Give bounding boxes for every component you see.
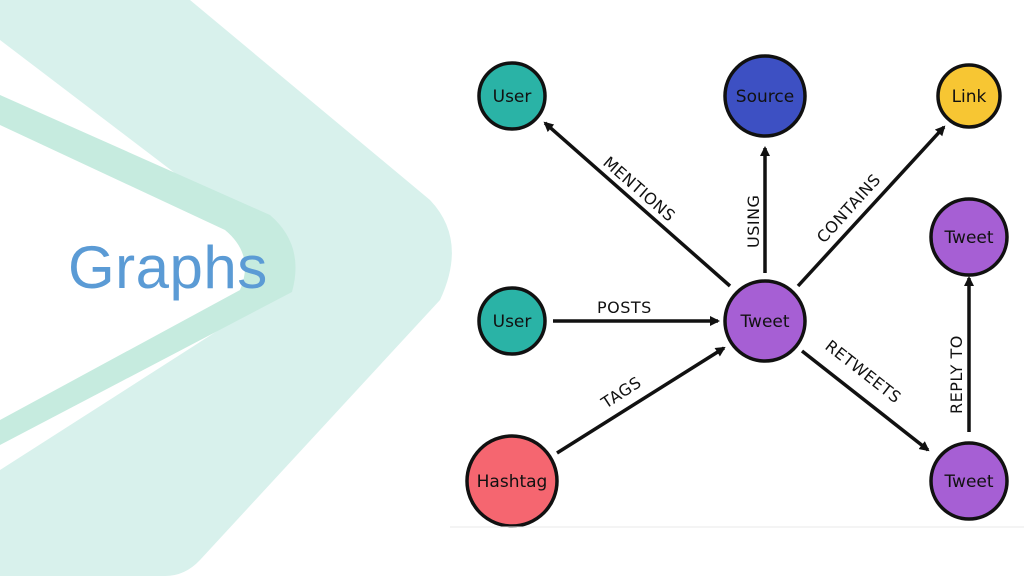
node-hashtag-label: Hashtag [477, 472, 548, 492]
node-link-circle [936, 63, 1002, 129]
node-user-top-label: User [493, 87, 532, 107]
node-tweet-bottom-right-circle [929, 441, 1009, 521]
node-link-label: Link [952, 87, 987, 107]
node-tweet-center-label: Tweet [739, 312, 789, 332]
node-user-mid-circle [477, 286, 547, 356]
graph-edges [543, 121, 974, 455]
slide-title: Graphs [68, 234, 268, 301]
node-tweet-top-right-label: Tweet [943, 228, 993, 248]
node-tweet-center-circle [723, 279, 807, 363]
twitter-graph-diagram: MENTIONS USING CONTAINS POSTS TAGS RETWE… [450, 54, 1024, 528]
edge-label-contains: CONTAINS [813, 170, 885, 247]
node-tweet-top-right: Tweet [929, 197, 1009, 277]
node-user-top: User [477, 61, 547, 131]
node-tweet-bottom-right-label: Tweet [943, 472, 993, 492]
node-user-mid-label: User [493, 312, 532, 332]
node-hashtag-circle [465, 434, 559, 528]
edge-tags [556, 346, 726, 455]
node-source-label: Source [736, 87, 794, 107]
node-user-top-circle [477, 61, 547, 131]
node-source: Source [723, 54, 807, 138]
edge-label-reply-to: REPLY TO [947, 335, 966, 414]
node-source-circle [723, 54, 807, 138]
edge-label-mentions: MENTIONS [599, 153, 679, 226]
node-user-mid: User [477, 286, 547, 356]
edge-label-posts: POSTS [597, 298, 652, 317]
node-link: Link [936, 63, 1002, 129]
edge-mentions [543, 121, 732, 288]
edge-label-tags: TAGS [597, 373, 645, 413]
edge-retweets [800, 349, 930, 452]
node-tweet-bottom-right: Tweet [929, 441, 1009, 521]
edge-contains [796, 125, 946, 288]
node-hashtag: Hashtag [465, 434, 559, 528]
chevron-background-shape [0, 0, 452, 576]
node-tweet-center: Tweet [723, 279, 807, 363]
edge-label-using: USING [744, 195, 763, 248]
edge-label-retweets: RETWEETS [822, 336, 905, 407]
node-tweet-top-right-circle [929, 197, 1009, 277]
graph-nodes: User Source Link Tweet User Tweet [465, 54, 1009, 528]
chevron-inner-white [0, 125, 245, 420]
